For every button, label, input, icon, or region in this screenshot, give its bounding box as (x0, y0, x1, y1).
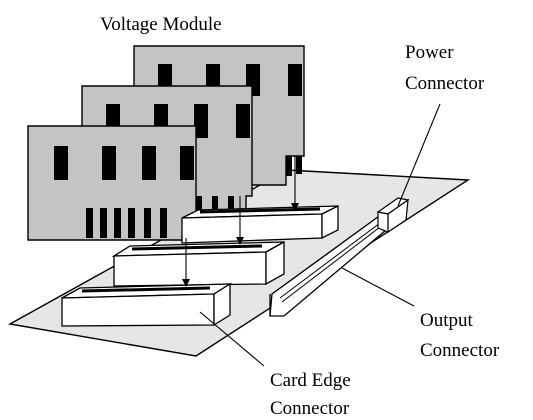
output-connector-label-line1: Output (420, 310, 474, 331)
voltage-module-label: Voltage Module (100, 14, 222, 35)
card-edge-connector-back (181, 204, 339, 244)
power-connector-label-line1: Power (405, 42, 454, 63)
card-edge-connector-label-line1: Card Edge (270, 370, 351, 391)
output-connector-callout-line (341, 267, 415, 307)
power-connector-label-line2: Connector (405, 73, 485, 94)
card-edge-connector-label-line2: Connector (270, 398, 350, 419)
voltage-module-card-front (27, 125, 197, 241)
power-connector (376, 197, 410, 234)
card-edge-connector-callout-line (199, 311, 265, 367)
power-connector-callout-line (397, 103, 441, 207)
card-edge-connector-front (61, 282, 233, 327)
card-edge-connector-middle (111, 240, 285, 287)
output-connector-label-line2: Connector (420, 340, 500, 361)
output-connector (269, 209, 389, 317)
